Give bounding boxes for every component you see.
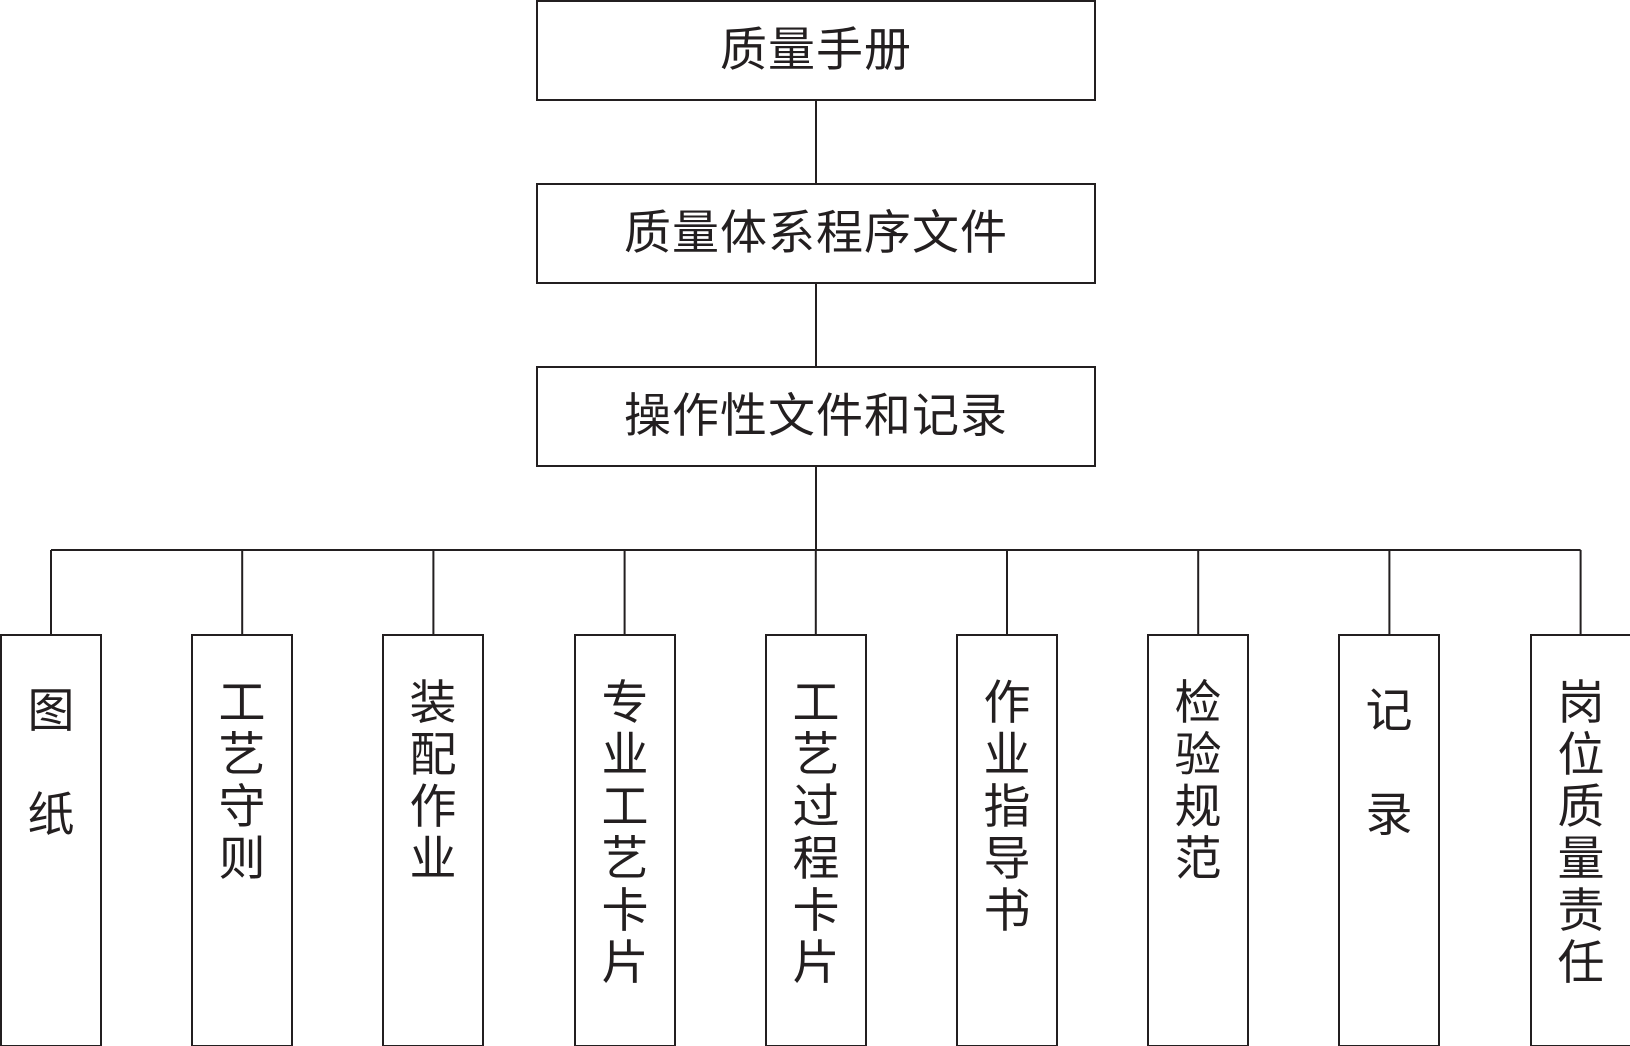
process-rules-label: 工艺守则	[193, 678, 291, 886]
process-flow-card-char: 卡	[792, 884, 840, 939]
records-box: 记录	[1338, 634, 1440, 1046]
drawings-box: 图纸	[0, 634, 102, 1046]
process-rules-char: 艺	[218, 728, 266, 783]
inspection-specifications-char: 验	[1174, 728, 1222, 783]
inspection-specifications-char: 规	[1174, 780, 1222, 835]
quality-manual-box: 质量手册	[536, 0, 1096, 101]
specialized-process-card-char: 艺	[601, 832, 649, 887]
drawings-label: 图纸	[2, 680, 100, 848]
process-rules-box: 工艺守则	[191, 634, 293, 1046]
specialized-process-card-label: 专业工艺卡片	[576, 678, 674, 990]
specialized-process-card-char: 片	[601, 936, 649, 991]
post-quality-responsibility-char: 责	[1557, 884, 1605, 939]
specialized-process-card-box: 专业工艺卡片	[574, 634, 676, 1046]
work-instructions-label: 作业指导书	[958, 678, 1056, 938]
specialized-process-card-char: 工	[601, 780, 649, 835]
assembly-work-char: 业	[409, 832, 457, 887]
process-flow-card-char: 片	[792, 936, 840, 991]
assembly-work-char: 装	[409, 676, 457, 731]
inspection-specifications-label: 检验规范	[1149, 678, 1247, 886]
drawings-char: 图	[27, 684, 75, 739]
work-instructions-char: 作	[983, 676, 1031, 731]
post-quality-responsibility-char: 岗	[1557, 676, 1605, 731]
work-instructions-char: 业	[983, 728, 1031, 783]
process-flow-card-label: 工艺过程卡片	[767, 678, 865, 990]
process-rules-char: 工	[218, 676, 266, 731]
assembly-work-char: 配	[409, 728, 457, 783]
operational-docs-records-box: 操作性文件和记录	[536, 366, 1096, 467]
drawings-char: 纸	[27, 788, 75, 843]
assembly-work-char: 作	[409, 780, 457, 835]
specialized-process-card-char: 卡	[601, 884, 649, 939]
quality-manual-label: 质量手册	[720, 23, 912, 78]
post-quality-responsibility-char: 质	[1557, 780, 1605, 835]
specialized-process-card-char: 专	[601, 676, 649, 731]
process-flow-card-char: 艺	[792, 728, 840, 783]
work-instructions-char: 指	[983, 780, 1031, 835]
post-quality-responsibility-label: 岗位质量责任	[1532, 678, 1630, 990]
process-flow-card-char: 工	[792, 676, 840, 731]
process-flow-card-box: 工艺过程卡片	[765, 634, 867, 1046]
records-char: 录	[1365, 788, 1413, 843]
quality-system-procedures-box: 质量体系程序文件	[536, 183, 1096, 284]
post-quality-responsibility-box: 岗位质量责任	[1530, 634, 1630, 1046]
assembly-work-label: 装配作业	[384, 678, 482, 886]
quality-system-procedures-label: 质量体系程序文件	[624, 206, 1008, 261]
process-rules-char: 则	[218, 832, 266, 887]
work-instructions-char: 导	[983, 832, 1031, 887]
assembly-work-box: 装配作业	[382, 634, 484, 1046]
operational-docs-records-label: 操作性文件和记录	[624, 389, 1008, 444]
process-flow-card-char: 程	[792, 832, 840, 887]
post-quality-responsibility-char: 量	[1557, 832, 1605, 887]
post-quality-responsibility-char: 位	[1557, 728, 1605, 783]
records-label: 记录	[1340, 680, 1438, 848]
process-flow-card-char: 过	[792, 780, 840, 835]
records-char: 记	[1365, 684, 1413, 739]
process-rules-char: 守	[218, 780, 266, 835]
post-quality-responsibility-char: 任	[1557, 936, 1605, 991]
work-instructions-box: 作业指导书	[956, 634, 1058, 1046]
work-instructions-char: 书	[983, 884, 1031, 939]
inspection-specifications-box: 检验规范	[1147, 634, 1249, 1046]
inspection-specifications-char: 范	[1174, 832, 1222, 887]
inspection-specifications-char: 检	[1174, 676, 1222, 731]
specialized-process-card-char: 业	[601, 728, 649, 783]
